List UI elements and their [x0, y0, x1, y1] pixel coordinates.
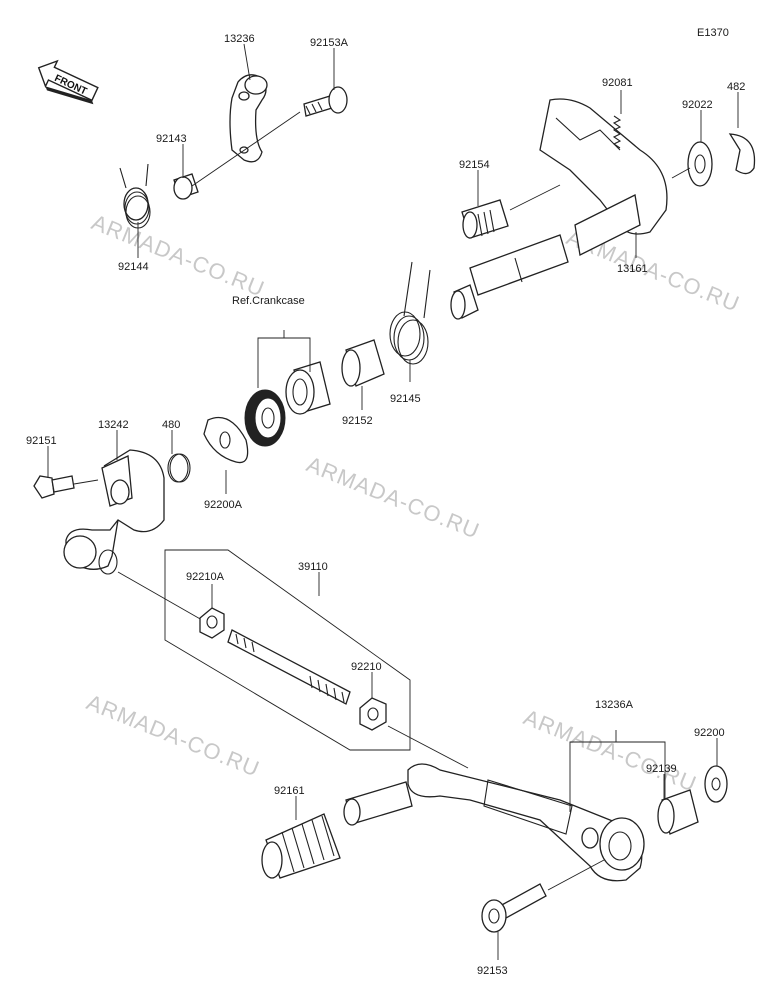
front-arrow-icon: FRONT [37, 59, 99, 105]
label-92081: 92081 [602, 77, 633, 89]
label-92152: 92152 [342, 415, 373, 427]
label-480: 480 [162, 419, 180, 431]
label-92161: 92161 [274, 785, 305, 797]
part-92210-nut [359, 697, 387, 731]
watermarks: ARMADA-CO.RU ARMADA-CO.RU ARMADA-CO.RU A… [83, 209, 743, 796]
label-92210A: 92210A [186, 571, 225, 583]
leader-lines [47, 43, 739, 960]
part-92145-spring [389, 261, 431, 365]
label-92200: 92200 [694, 727, 725, 739]
part-92200A-washer [203, 416, 249, 464]
label-92210: 92210 [351, 661, 382, 673]
label-482: 482 [727, 81, 745, 93]
part-92081-spring [612, 115, 622, 149]
part-13236A-pedal [343, 763, 645, 882]
label-92153A: 92153A [310, 37, 349, 49]
label-92154: 92154 [459, 159, 490, 171]
part-92144-spring [119, 163, 151, 229]
part-92022-washer [687, 141, 713, 187]
label-92151: 92151 [26, 435, 57, 447]
part-92200-washer [704, 765, 728, 803]
part-480-circlip [167, 453, 191, 483]
part-92210A-nut [199, 607, 225, 639]
part-crankcase-seal [244, 389, 286, 447]
label-92200A: 92200A [204, 499, 243, 511]
label-92022: 92022 [682, 99, 713, 111]
part-92154-bolt [461, 199, 509, 239]
watermark: ARMADA-CO.RU [83, 689, 263, 781]
part-92143-collar [173, 173, 199, 200]
part-92161-rubber [261, 813, 341, 879]
part-13242-arm [63, 449, 165, 575]
part-482-circlip [728, 133, 756, 175]
part-92139-bush [657, 789, 699, 835]
label-ref-crankcase: Ref.Crankcase [232, 295, 305, 307]
label-92139: 92139 [646, 763, 677, 775]
part-92151-bolt [33, 475, 75, 499]
label-92143: 92143 [156, 133, 187, 145]
part-13161-shift-shaft [450, 98, 668, 320]
part-labels: 13236 92153A 92143 92144 92081 482 92022… [26, 33, 745, 977]
label-13236: 13236 [224, 33, 255, 45]
part-39110-rod [227, 629, 351, 705]
diagram-code: E1370 [697, 27, 729, 39]
part-13236-arm [229, 74, 268, 163]
label-13161: 13161 [617, 263, 648, 275]
label-92144: 92144 [118, 261, 149, 273]
part-92153-bolt [481, 883, 547, 933]
part-92152-bush [341, 339, 385, 387]
label-92145: 92145 [390, 393, 421, 405]
watermark: ARMADA-CO.RU [303, 451, 483, 543]
part-crankcase-bearing [285, 361, 331, 415]
part-92153A-bolt [303, 86, 348, 117]
label-39110: 39110 [298, 561, 328, 573]
label-92153: 92153 [477, 965, 508, 977]
label-13242: 13242 [98, 419, 129, 431]
watermark: ARMADA-CO.RU [520, 704, 700, 796]
label-13236A: 13236A [595, 699, 634, 711]
watermark: ARMADA-CO.RU [88, 209, 268, 301]
